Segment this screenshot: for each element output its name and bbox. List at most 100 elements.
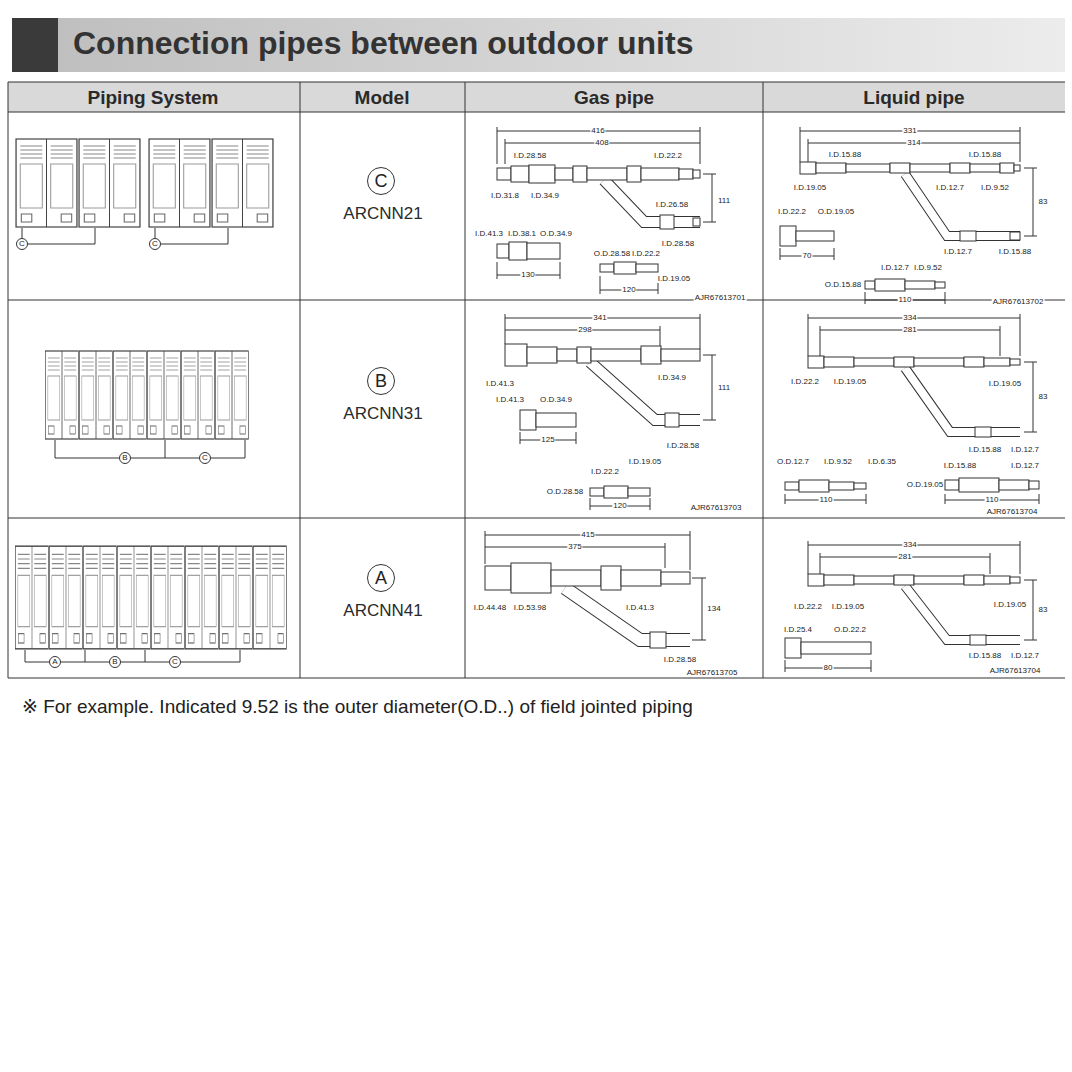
marker-letter: B [375, 372, 387, 390]
dimension-label: I.D.26.58 [655, 201, 689, 209]
column-header: Piping System [88, 88, 219, 107]
dimension-label: 341 [592, 314, 607, 322]
dimension-label: O.D.15.88 [824, 281, 862, 289]
dimension-label: I.D.41.3 [495, 396, 525, 404]
model-name: ARCNN31 [343, 405, 422, 422]
part-number: AJR67613704 [989, 667, 1042, 675]
model-circle: A [367, 564, 395, 592]
dimension-label: I.D.9.52 [913, 264, 943, 272]
dimension-label: 111 [717, 197, 731, 205]
part-number: AJR67613701 [694, 294, 747, 302]
dimension-label: I.D.22.2 [590, 468, 620, 476]
dimension-label: 110 [985, 496, 1000, 504]
unit-marker: C [199, 452, 211, 464]
dimension-label: I.D.22.2 [777, 208, 807, 216]
marker-letter: A [375, 569, 387, 587]
column-header: Gas pipe [574, 88, 654, 107]
dimension-label: I.D.12.7 [1010, 652, 1040, 660]
dimension-label: I.D.15.88 [998, 248, 1032, 256]
dimension-label: I.D.15.88 [968, 652, 1002, 660]
dimension-label: I.D.19.05 [831, 603, 865, 611]
column-header: Model [355, 88, 410, 107]
marker-letter: B [112, 658, 117, 666]
dimension-label: I.D.19.05 [988, 380, 1022, 388]
dimension-label: I.D.44.48 [473, 604, 507, 612]
dimension-label: O.D.28.58 [546, 488, 584, 496]
dimension-label: 83 [1038, 606, 1049, 614]
dimension-label: 120 [621, 286, 636, 294]
dimension-label: 83 [1038, 198, 1049, 206]
dimension-label: I.D.15.88 [828, 151, 862, 159]
dimension-label: I.D.19.05 [993, 601, 1027, 609]
dimension-label: O.D.34.9 [539, 230, 573, 238]
unit-marker: A [49, 656, 61, 668]
dimension-label: 331 [902, 127, 917, 135]
dimension-label: I.D.38.1 [507, 230, 537, 238]
dimension-label: 125 [540, 436, 555, 444]
dimension-label: I.D.28.58 [666, 442, 700, 450]
dimension-label: 110 [898, 296, 913, 304]
dimension-label: 110 [819, 496, 834, 504]
marker-letter: C [172, 658, 178, 666]
dimension-label: I.D.12.7 [1010, 462, 1040, 470]
dimension-label: O.D.34.9 [539, 396, 573, 404]
dimension-label: 314 [906, 139, 921, 147]
dimension-label: I.D.28.58 [513, 152, 547, 160]
dimension-label: 415 [580, 531, 595, 539]
unit-marker: B [119, 452, 131, 464]
dimension-label: I.D.28.58 [663, 656, 697, 664]
dimension-label: 83 [1038, 393, 1049, 401]
marker-letter: C [152, 240, 158, 248]
dimension-label: 408 [594, 139, 609, 147]
marker-letter: B [122, 454, 127, 462]
dimension-label: I.D.12.7 [880, 264, 910, 272]
dimension-label: I.D.53.98 [513, 604, 547, 612]
dimension-label: I.D.34.9 [530, 192, 560, 200]
model-circle: C [367, 167, 395, 195]
dimension-label: 120 [612, 502, 627, 510]
dimension-label: I.D.31.8 [490, 192, 520, 200]
dimension-label: I.D.34.9 [657, 374, 687, 382]
model-circle: B [367, 367, 395, 395]
marker-letter: C [375, 172, 388, 190]
dimension-label: I.D.41.3 [625, 604, 655, 612]
dimension-label: 134 [706, 605, 721, 613]
dimension-label: 281 [897, 553, 912, 561]
model-name: ARCNN41 [343, 602, 422, 619]
unit-marker: C [16, 238, 28, 250]
dimension-label: I.D.28.58 [661, 240, 695, 248]
page-title: Connection pipes between outdoor units [73, 24, 693, 62]
dimension-label: 375 [567, 543, 582, 551]
unit-marker: C [149, 238, 161, 250]
dimension-label: 334 [902, 314, 917, 322]
dimension-label: I.D.12.7 [943, 248, 973, 256]
dimension-label: I.D.22.2 [653, 152, 683, 160]
dimension-label: 130 [520, 271, 535, 279]
part-number: AJR67613705 [686, 669, 739, 677]
dimension-label: 416 [590, 127, 605, 135]
dimension-label: 111 [717, 384, 731, 392]
model-name: ARCNN21 [343, 205, 422, 222]
dimension-label: I.D.22.2 [793, 603, 823, 611]
dimension-label: 281 [902, 326, 917, 334]
dimension-label: I.D.41.3 [485, 380, 515, 388]
dimension-label: 334 [902, 541, 917, 549]
dimension-label: I.D.6.35 [867, 458, 897, 466]
dimension-label: I.D.19.05 [657, 275, 691, 283]
unit-marker: C [169, 656, 181, 668]
dimension-label: O.D.19.05 [906, 481, 944, 489]
dimension-label: I.D.19.05 [833, 378, 867, 386]
dimension-label: 70 [802, 252, 813, 260]
dimension-label: O.D.12.7 [776, 458, 810, 466]
column-header: Liquid pipe [863, 88, 964, 107]
part-number: AJR67613703 [690, 504, 743, 512]
dimension-label: 80 [823, 664, 834, 672]
dimension-label: I.D.12.7 [935, 184, 965, 192]
unit-marker: B [109, 656, 121, 668]
footnote: ※ For example. Indicated 9.52 is the out… [22, 696, 693, 719]
dimension-label: I.D.15.88 [968, 446, 1002, 454]
dimension-label: I.D.19.05 [793, 184, 827, 192]
dimension-label: I.D.41.3 [474, 230, 504, 238]
